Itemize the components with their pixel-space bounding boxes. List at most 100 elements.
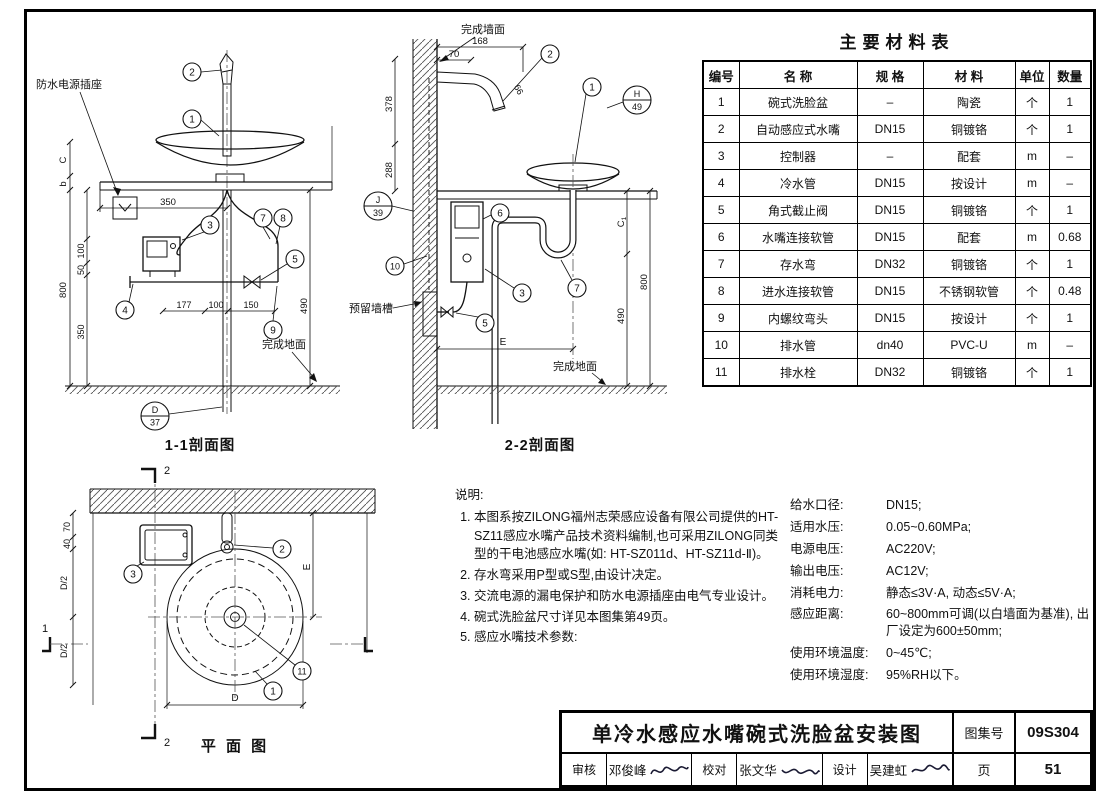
dim-350-vertical: 350 [76,324,86,339]
atlas-number-label: 图集号 [954,713,1016,754]
detail-mark-J39: J 39 [363,191,414,221]
dim-177: 177 [176,300,191,310]
cell: – [1048,331,1092,359]
svg-text:H: H [634,89,641,99]
dim-b: b [58,181,69,186]
svg-text:完成地面: 完成地面 [262,337,306,351]
callout-1: 1 [254,670,283,701]
sheet-border [24,9,1096,791]
svg-text:5: 5 [292,255,298,266]
controller-box-side [450,201,484,283]
param-value: AC220V; [886,541,936,556]
cell: m [1014,223,1050,251]
faucet-assembly [219,50,234,414]
svg-text:2: 2 [279,545,285,556]
faucet-plan [220,512,234,554]
svg-text:4: 4 [122,306,128,317]
page-number: 51 [1044,761,1062,778]
cell: 个 [1014,277,1050,305]
cell: 控制器 [738,142,858,170]
callout-7: 7 [253,208,273,240]
cell: 个 [1014,358,1050,387]
cell: 0.48 [1048,277,1092,305]
cell: 自动感应式水嘴 [738,115,858,143]
dim-e: E [500,337,507,348]
dim-66: 66 [512,83,526,97]
cell: 1 [702,88,740,116]
cell: DN32 [856,358,924,387]
cell: – [1048,142,1092,170]
param-label: 给水口径: [790,498,844,512]
callout-1: 1 [574,77,602,163]
notes-list: 本图系按ZILONG福州志荣感应设备有限公司提供的HT-SZ11感应水嘴产品技术… [455,508,789,647]
cell: 2 [702,115,740,143]
svg-text:10: 10 [390,262,400,272]
cell: 不锈钢软管 [922,277,1016,305]
param-row: 使用环境湿度:95%RH以下。 [790,667,1090,684]
param-label: 感应距离: [790,607,844,622]
param-value: AC12V; [886,563,929,578]
cell: DN15 [856,115,924,143]
col-header: 规 格 [856,60,924,89]
svg-text:2: 2 [164,465,170,477]
param-row: 给水口径:DN15; [790,497,1090,514]
dim-50: 50 [76,265,86,275]
col-header: 材 料 [922,60,1016,89]
param-value: 0.05~0.60MPa; [886,519,972,534]
notes-section: 说明: 本图系按ZILONG福州志荣感应设备有限公司提供的HT-SZ11感应水嘴… [455,486,789,649]
basin-plan [148,491,322,701]
cell: 铜镀铬 [922,358,1016,387]
callout-2: 2 [182,62,223,82]
dim-490: 490 [616,308,627,324]
param-label: 输出电压: [790,563,844,578]
detail-mark-D37: D 37 [140,401,223,431]
detail-mark-H49: H 49 [606,85,652,115]
cell: dn40 [856,331,924,359]
cell: – [1048,169,1092,197]
callout-5: 5 [455,312,495,333]
svg-text:37: 37 [150,418,160,428]
cell: 铜镀铬 [922,115,1016,143]
cell: 1 [1048,196,1092,224]
section-marker-2-top: 2 [141,465,170,738]
callout-2: 2 [502,44,560,102]
cell: 按设计 [922,304,1016,332]
dim-350: 350 [160,197,176,208]
svg-text:9: 9 [270,326,276,337]
wall-section [412,39,438,429]
dim-288: 288 [384,162,395,178]
svg-text:5: 5 [482,319,488,330]
callout-6: 6 [482,203,510,223]
dim-800: 800 [639,274,650,290]
cell: DN32 [856,250,924,278]
dim-150: 150 [243,300,258,310]
designer-label: 设计 [823,754,868,785]
cell: 个 [1014,88,1050,116]
cell: 9 [702,304,740,332]
cell: – [856,142,924,170]
checker-printed-name: 张文华 [739,764,777,778]
note-item: 本图系按ZILONG福州志荣感应设备有限公司提供的HT-SZ11感应水嘴产品技术… [474,508,789,564]
cell: 1 [1048,250,1092,278]
cell: DN15 [856,196,924,224]
dim-d2-upper: D/2 [59,576,69,590]
cell: 3 [702,142,740,170]
dim-40: 40 [62,539,72,549]
svg-text:完成墙面: 完成墙面 [461,22,505,36]
reserved-wall-slot-label: 预留墙槽 [349,301,422,315]
svg-text:预留墙槽: 预留墙槽 [349,301,393,315]
basin-and-counter [99,126,333,191]
reviewer-label: 审核 [562,754,607,785]
callout-3: 3 [123,561,145,584]
materials-table-title: 主要材料表 [839,33,955,52]
svg-text:完成地面: 完成地面 [553,359,597,373]
cell: m [1014,142,1050,170]
cell: 排水栓 [738,358,858,387]
section-1-1-title: 1-1剖面图 [165,436,235,454]
dim-70: 70 [449,49,460,60]
dim-e: E [302,563,313,570]
reviewer-name: 邓俊峰 [607,754,693,785]
svg-text:3: 3 [207,221,213,232]
